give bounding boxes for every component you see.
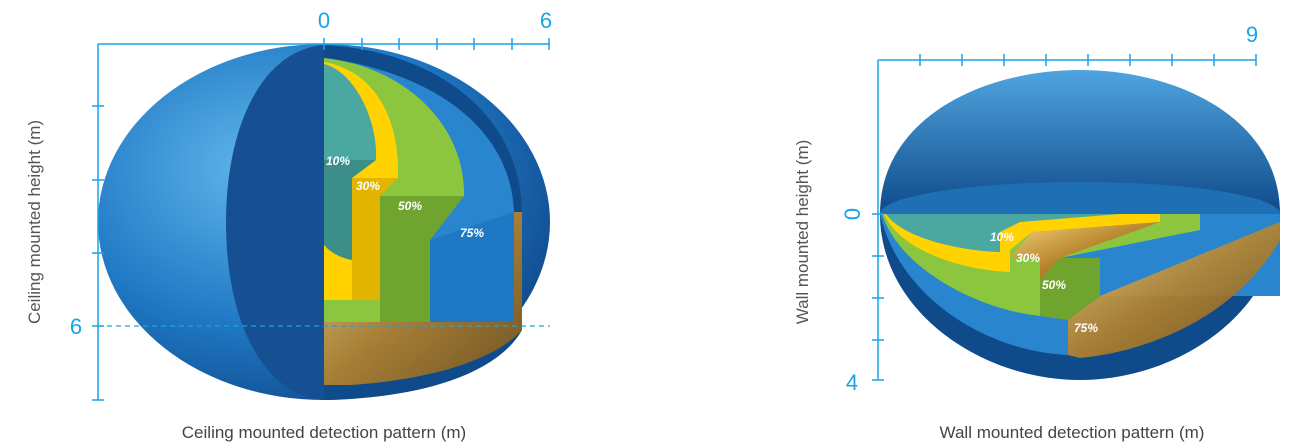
ceiling-caption: Ceiling mounted detection pattern (m) [182, 423, 466, 442]
ceiling-50-cut [380, 196, 464, 322]
wall-10-zone [886, 214, 1120, 252]
wall-x-ticks [919, 54, 1257, 66]
ceiling-x-end-label: 6 [540, 8, 552, 33]
wall-caption: Wall mounted detection pattern (m) [940, 423, 1205, 442]
ceiling-y-marker-label: 6 [70, 314, 82, 339]
wall-zone-10-label: 10% [990, 230, 1014, 244]
wall-y-axis-title: Wall mounted height (m) [793, 140, 812, 325]
wall-zone-50-label: 50% [1042, 278, 1066, 292]
wall-zone-30-label: 30% [1016, 251, 1040, 265]
ceiling-75-floor [324, 212, 514, 322]
ceiling-y-axis-title: Ceiling mounted height (m) [25, 120, 44, 324]
ceiling-zone-75-label: 75% [460, 226, 484, 240]
ceiling-10-cut [324, 160, 376, 260]
ceiling-zone-50-label: 50% [398, 199, 422, 213]
ceiling-x-ticks [323, 38, 550, 50]
ceiling-30-cut [352, 178, 398, 300]
ceiling-zone-10-label: 10% [326, 154, 350, 168]
wall-75-rim [1068, 222, 1280, 358]
wall-y-start-label: 0 [840, 208, 865, 220]
wall-50-cut [1040, 258, 1100, 320]
ceiling-75-rim [324, 212, 522, 385]
wall-y-end-label: 4 [846, 370, 858, 395]
wall-30-cut [1010, 222, 1160, 280]
ceiling-cutaway-shell [226, 45, 324, 400]
wall-diagram: 9 0 4 Wall mounted height (m) Wall mount… [793, 22, 1280, 442]
wall-y-ticks [872, 213, 884, 381]
ceiling-diagram: 0 6 6 Ceiling mounted height (m) Ceiling… [25, 8, 552, 442]
ceiling-x-start-label: 0 [318, 8, 330, 33]
wall-zone-75-label: 75% [1074, 321, 1098, 335]
wall-upper-dome [880, 70, 1280, 214]
ceiling-zone-30-label: 30% [356, 179, 380, 193]
wall-x-end-label: 9 [1246, 22, 1258, 47]
ceiling-10-zone [324, 64, 376, 160]
